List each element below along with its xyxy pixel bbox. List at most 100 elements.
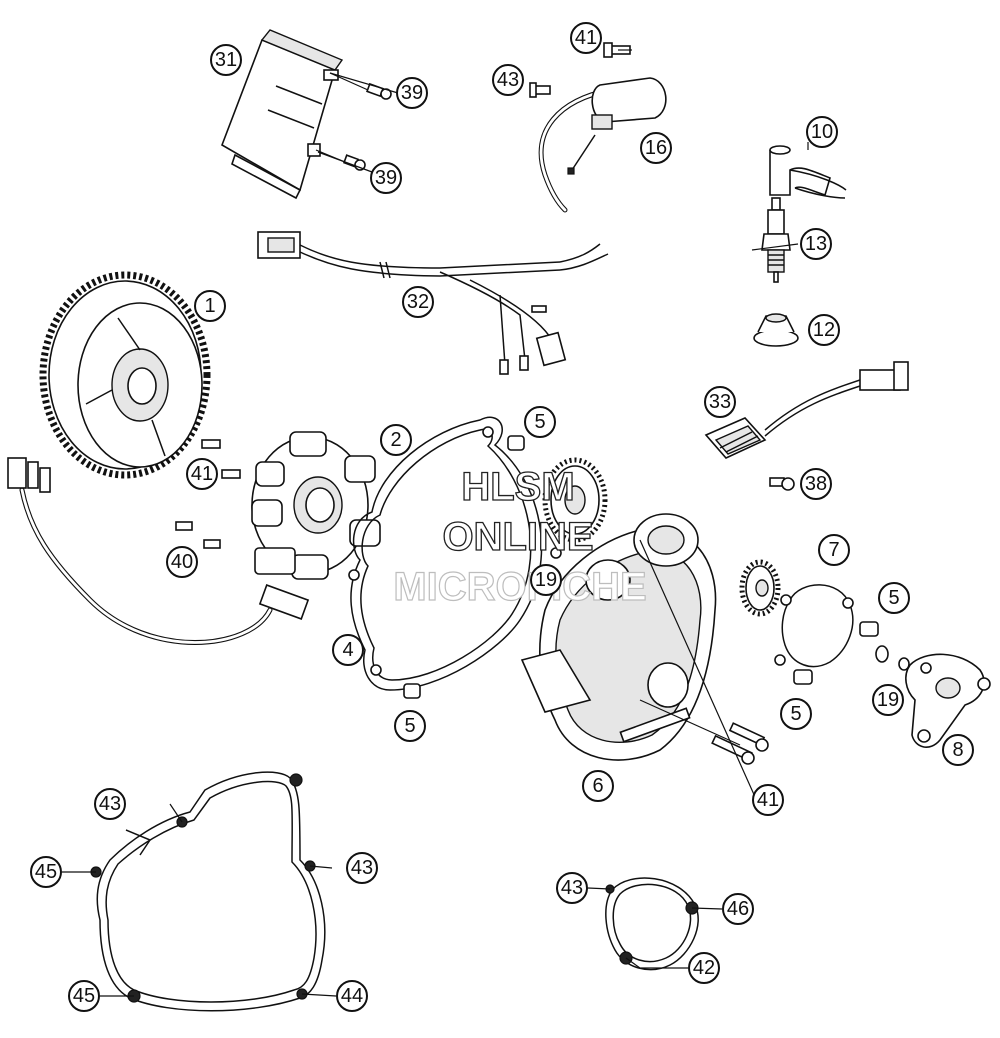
part-8-pump-cover: [905, 653, 991, 748]
part-41-bolts-stator: [201, 439, 241, 479]
callout-44: 44: [336, 980, 368, 1012]
svg-text:43: 43: [497, 69, 519, 91]
callout-42: 42: [688, 952, 720, 984]
callout-2: 2: [380, 424, 412, 456]
part-31-control-unit: [221, 29, 344, 200]
callout-7: 7: [818, 534, 850, 566]
part-41-bolts-cover: [639, 699, 769, 765]
callout-38: 38: [800, 468, 832, 500]
svg-text:33: 33: [709, 391, 731, 413]
part-4-gasket: [348, 416, 543, 691]
svg-text:41: 41: [575, 27, 597, 49]
watermark-line2: ONLINE: [442, 515, 593, 559]
callout-33: 33: [704, 386, 736, 418]
watermark-line3: MICROFICHE: [393, 565, 646, 609]
small-cover-gasket: [605, 877, 699, 971]
svg-text:2: 2: [390, 429, 401, 451]
callout-16: 16: [640, 132, 672, 164]
part-10-spark-plug-cap: [769, 145, 847, 199]
callout-39-upper: 39: [396, 77, 428, 109]
callout-39-lower: 39: [370, 162, 402, 194]
large-cover-gasket: [90, 771, 326, 1012]
svg-text:5: 5: [790, 703, 801, 725]
leader-lines: [62, 49, 809, 997]
part-39-screw-lower: [315, 149, 366, 171]
part-5-dowel-d: [793, 669, 813, 685]
svg-text:31: 31: [215, 49, 237, 71]
svg-text:8: 8: [952, 739, 963, 761]
svg-text:45: 45: [73, 985, 95, 1007]
callout-1: 1: [194, 290, 226, 322]
part-38-screw: [769, 477, 795, 491]
svg-text:6: 6: [592, 775, 603, 797]
part-2-stator: [251, 431, 381, 580]
callout-10: 10: [806, 116, 838, 148]
idler-gear: [739, 559, 781, 617]
svg-text:41: 41: [757, 789, 779, 811]
part-33-regulator: [704, 361, 909, 459]
stator-lead-wire: [7, 457, 310, 645]
gear-cluster: [542, 457, 608, 543]
svg-text:45: 45: [35, 861, 57, 883]
part-39-screw-upper: [329, 72, 392, 100]
callout-45-left: 45: [30, 856, 62, 888]
callout-41-bottom: 41: [752, 784, 784, 816]
part-5-dowel-a: [507, 435, 525, 451]
svg-text:12: 12: [813, 319, 835, 341]
svg-text:38: 38: [805, 473, 827, 495]
svg-text:16: 16: [645, 137, 667, 159]
part-13-spark-plug: [761, 197, 791, 283]
svg-text:42: 42: [693, 957, 715, 979]
svg-text:39: 39: [401, 82, 423, 104]
svg-text:40: 40: [171, 551, 193, 573]
svg-text:41: 41: [191, 463, 213, 485]
callout-5-bottom-right: 5: [780, 698, 812, 730]
callout-5-top: 5: [524, 406, 556, 438]
svg-text:5: 5: [534, 411, 545, 433]
callout-46: 46: [722, 893, 754, 925]
svg-text:10: 10: [811, 121, 833, 143]
part-43-bolt-top: [529, 82, 551, 98]
svg-text:43: 43: [351, 857, 373, 879]
callout-45-bottom: 45: [68, 980, 100, 1012]
part-6-ignition-cover: [520, 513, 717, 761]
part-19-oring-cover: [550, 547, 562, 559]
callout-19-right: 19: [872, 684, 904, 716]
callout-5-bottom-left: 5: [394, 710, 426, 742]
part-1-flywheel: [39, 271, 211, 479]
svg-text:39: 39: [375, 167, 397, 189]
svg-text:5: 5: [888, 587, 899, 609]
svg-text:43: 43: [561, 877, 583, 899]
callout-12: 12: [808, 314, 840, 346]
callout-4: 4: [332, 634, 364, 666]
svg-text:13: 13: [805, 233, 827, 255]
callout-8: 8: [942, 734, 974, 766]
part-32-wiring-harness: [257, 231, 609, 375]
callout-43-top: 43: [492, 64, 524, 96]
svg-text:46: 46: [727, 898, 749, 920]
part-40-bolts-stator: [175, 521, 221, 549]
callout-13: 13: [800, 228, 832, 260]
callout-31: 31: [210, 44, 242, 76]
svg-text:5: 5: [404, 715, 415, 737]
callout-41-left: 41: [186, 458, 218, 490]
part-12-seal: [753, 313, 799, 347]
svg-text:44: 44: [341, 985, 363, 1007]
svg-text:19: 19: [535, 569, 557, 591]
callout-5-right: 5: [878, 582, 910, 614]
callout-43-gasket-right: 43: [346, 852, 378, 884]
svg-text:7: 7: [828, 539, 839, 561]
svg-text:32: 32: [407, 291, 429, 313]
part-19-oring-pump: [875, 645, 910, 671]
callout-43-gasket-top: 43: [94, 788, 126, 820]
part-5-dowel-c: [859, 621, 879, 637]
svg-text:4: 4: [342, 639, 353, 661]
svg-text:1: 1: [204, 295, 215, 317]
part-16-ignition-coil: [538, 77, 667, 213]
watermark: HLSM ONLINE MICROFICHE: [393, 464, 648, 609]
callout-43-small-gasket: 43: [556, 872, 588, 904]
callout-6: 6: [582, 770, 614, 802]
callout-40: 40: [166, 546, 198, 578]
watermark-line1: HLSM: [461, 465, 574, 509]
